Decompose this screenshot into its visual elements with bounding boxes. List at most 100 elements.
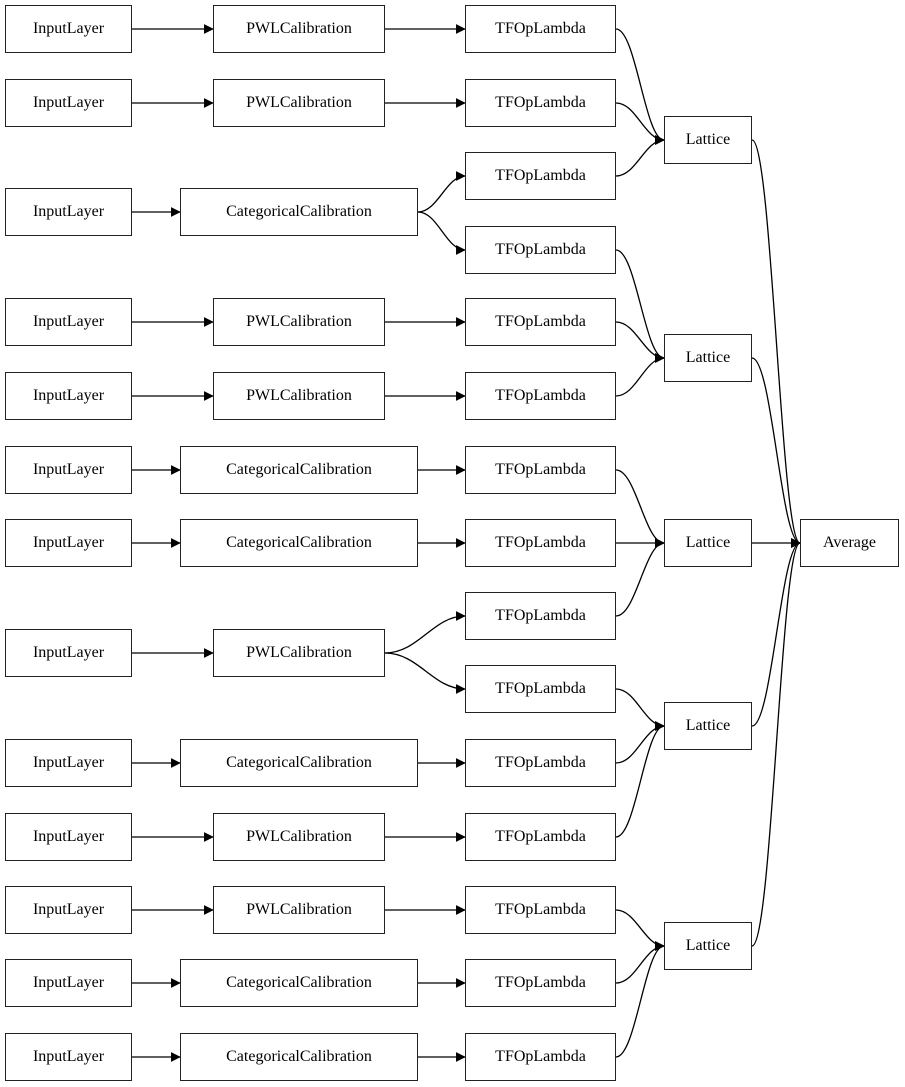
- node-tfoplambda[interactable]: TFOpLambda: [465, 813, 616, 861]
- node-label: CategoricalCalibration: [226, 203, 372, 220]
- node-lattice[interactable]: Lattice: [664, 519, 752, 567]
- node-label: PWLCalibration: [246, 828, 352, 845]
- edge-tf7-to-lat3: [615, 469, 665, 548]
- node-average[interactable]: Average: [800, 519, 899, 567]
- node-label: InputLayer: [32, 828, 105, 845]
- node-tfoplambda[interactable]: TFOpLambda: [465, 592, 616, 640]
- node-label: PWLCalibration: [246, 644, 352, 661]
- node-label: InputLayer: [32, 313, 105, 330]
- node-inputlayer[interactable]: InputLayer: [5, 79, 132, 127]
- edge-tf5-to-lat2: [615, 321, 665, 363]
- node-inputlayer[interactable]: InputLayer: [5, 959, 132, 1007]
- node-inputlayer[interactable]: InputLayer: [5, 372, 132, 420]
- edge-cal3-to-tf3: [417, 171, 466, 213]
- node-label: CategoricalCalibration: [226, 974, 372, 991]
- node-tfoplambda[interactable]: TFOpLambda: [465, 5, 616, 53]
- node-pwlcalibration[interactable]: PWLCalibration: [213, 813, 385, 861]
- node-inputlayer[interactable]: InputLayer: [5, 739, 132, 787]
- node-inputlayer[interactable]: InputLayer: [5, 446, 132, 494]
- node-label: TFOpLambda: [495, 901, 586, 918]
- node-tfoplambda[interactable]: TFOpLambda: [465, 152, 616, 200]
- node-pwlcalibration[interactable]: PWLCalibration: [213, 372, 385, 420]
- node-categoricalcalibration[interactable]: CategoricalCalibration: [180, 446, 418, 494]
- node-label: TFOpLambda: [495, 1048, 586, 1065]
- node-lattice[interactable]: Lattice: [664, 116, 752, 164]
- node-tfoplambda[interactable]: TFOpLambda: [465, 372, 616, 420]
- node-label: CategoricalCalibration: [226, 1048, 372, 1065]
- node-label: PWLCalibration: [246, 387, 352, 404]
- node-label: CategoricalCalibration: [226, 461, 372, 478]
- edge-tf2-to-lat1: [615, 102, 665, 145]
- node-label: PWLCalibration: [246, 20, 352, 37]
- node-label: Lattice: [685, 131, 731, 148]
- node-label: TFOpLambda: [495, 94, 586, 111]
- node-label: TFOpLambda: [495, 607, 586, 624]
- node-tfoplambda[interactable]: TFOpLambda: [465, 1033, 616, 1081]
- node-tfoplambda[interactable]: TFOpLambda: [465, 739, 616, 787]
- node-label: Lattice: [685, 349, 731, 366]
- node-inputlayer[interactable]: InputLayer: [5, 298, 132, 346]
- node-tfoplambda[interactable]: TFOpLambda: [465, 446, 616, 494]
- edge-tf4-to-lat2: [615, 249, 665, 363]
- node-label: InputLayer: [32, 203, 105, 220]
- node-categoricalcalibration[interactable]: CategoricalCalibration: [180, 188, 418, 236]
- node-label: InputLayer: [32, 644, 105, 661]
- edge-tf1-to-lat1: [615, 28, 665, 145]
- node-tfoplambda[interactable]: TFOpLambda: [465, 665, 616, 713]
- node-label: TFOpLambda: [495, 241, 586, 258]
- node-label: CategoricalCalibration: [226, 534, 372, 551]
- node-label: PWLCalibration: [246, 94, 352, 111]
- node-inputlayer[interactable]: InputLayer: [5, 629, 132, 677]
- node-tfoplambda[interactable]: TFOpLambda: [465, 79, 616, 127]
- node-categoricalcalibration[interactable]: CategoricalCalibration: [180, 519, 418, 567]
- node-label: InputLayer: [32, 974, 105, 991]
- node-tfoplambda[interactable]: TFOpLambda: [465, 959, 616, 1007]
- node-lattice[interactable]: Lattice: [664, 922, 752, 970]
- node-pwlcalibration[interactable]: PWLCalibration: [213, 886, 385, 934]
- node-inputlayer[interactable]: InputLayer: [5, 813, 132, 861]
- edge-tf13-to-lat5: [615, 909, 665, 951]
- node-tfoplambda[interactable]: TFOpLambda: [465, 298, 616, 346]
- edge-tf15-to-lat5: [615, 941, 665, 1058]
- node-label: PWLCalibration: [246, 313, 352, 330]
- node-tfoplambda[interactable]: TFOpLambda: [465, 886, 616, 934]
- node-label: CategoricalCalibration: [226, 754, 372, 771]
- edge-tf3-to-lat1: [615, 135, 665, 177]
- edge-tf6-to-lat2: [615, 353, 665, 397]
- node-label: InputLayer: [32, 387, 105, 404]
- node-pwlcalibration[interactable]: PWLCalibration: [213, 298, 385, 346]
- node-categoricalcalibration[interactable]: CategoricalCalibration: [180, 959, 418, 1007]
- node-lattice[interactable]: Lattice: [664, 702, 752, 750]
- node-label: InputLayer: [32, 94, 105, 111]
- edge-lat4-to-avg: [751, 538, 801, 727]
- node-inputlayer[interactable]: InputLayer: [5, 188, 132, 236]
- node-pwlcalibration[interactable]: PWLCalibration: [213, 79, 385, 127]
- node-tfoplambda[interactable]: TFOpLambda: [465, 226, 616, 274]
- node-inputlayer[interactable]: InputLayer: [5, 1033, 132, 1081]
- node-inputlayer[interactable]: InputLayer: [5, 5, 132, 53]
- node-label: TFOpLambda: [495, 680, 586, 697]
- node-pwlcalibration[interactable]: PWLCalibration: [213, 5, 385, 53]
- node-label: Lattice: [685, 534, 731, 551]
- node-pwlcalibration[interactable]: PWLCalibration: [213, 629, 385, 677]
- node-label: InputLayer: [32, 461, 105, 478]
- node-categoricalcalibration[interactable]: CategoricalCalibration: [180, 1033, 418, 1081]
- node-label: TFOpLambda: [495, 534, 586, 551]
- node-lattice[interactable]: Lattice: [664, 334, 752, 382]
- node-label: InputLayer: [32, 20, 105, 37]
- node-tfoplambda[interactable]: TFOpLambda: [465, 519, 616, 567]
- edge-cal8-to-tf10: [384, 652, 466, 694]
- node-label: TFOpLambda: [495, 387, 586, 404]
- node-label: InputLayer: [32, 534, 105, 551]
- node-label: TFOpLambda: [495, 974, 586, 991]
- node-label: InputLayer: [32, 901, 105, 918]
- edge-cal8-to-tf9: [384, 611, 466, 654]
- edge-lat5-to-avg: [751, 538, 801, 947]
- node-inputlayer[interactable]: InputLayer: [5, 519, 132, 567]
- node-label: TFOpLambda: [495, 461, 586, 478]
- edge-tf14-to-lat5: [615, 941, 665, 984]
- node-inputlayer[interactable]: InputLayer: [5, 886, 132, 934]
- node-categoricalcalibration[interactable]: CategoricalCalibration: [180, 739, 418, 787]
